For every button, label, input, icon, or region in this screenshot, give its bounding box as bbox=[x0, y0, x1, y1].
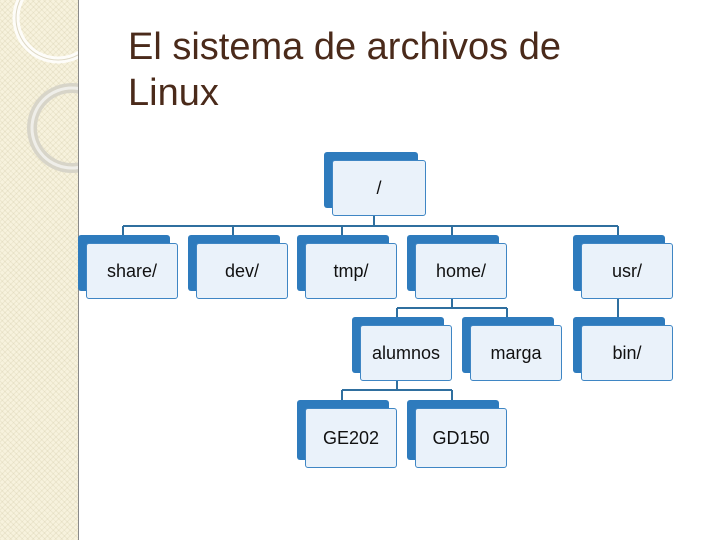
node-bin: bin/ bbox=[573, 317, 673, 381]
node-marga-label: marga bbox=[470, 325, 562, 381]
node-home: home/ bbox=[407, 235, 507, 299]
node-share: share/ bbox=[78, 235, 178, 299]
decorative-side-band bbox=[0, 0, 79, 540]
node-root-label: / bbox=[332, 160, 426, 216]
node-dev-label: dev/ bbox=[196, 243, 288, 299]
node-share-label: share/ bbox=[86, 243, 178, 299]
node-ge202: GE202 bbox=[297, 400, 397, 468]
decorative-rings bbox=[12, 0, 78, 173]
node-gd150: GD150 bbox=[407, 400, 507, 468]
node-dev: dev/ bbox=[188, 235, 288, 299]
node-tmp-label: tmp/ bbox=[305, 243, 397, 299]
node-ge202-label: GE202 bbox=[305, 408, 397, 468]
slide-title: El sistema de archivos de Linux bbox=[128, 24, 688, 116]
node-usr: usr/ bbox=[573, 235, 673, 299]
slide-title-line1: El sistema de archivos de bbox=[128, 26, 561, 68]
node-usr-label: usr/ bbox=[581, 243, 673, 299]
node-gd150-label: GD150 bbox=[415, 408, 507, 468]
slide-title-line2: Linux bbox=[128, 72, 219, 114]
node-bin-label: bin/ bbox=[581, 325, 673, 381]
node-root: / bbox=[324, 152, 426, 216]
node-marga: marga bbox=[462, 317, 562, 381]
node-alumnos: alumnos bbox=[352, 317, 452, 381]
node-home-label: home/ bbox=[415, 243, 507, 299]
node-alumnos-label: alumnos bbox=[360, 325, 452, 381]
node-tmp: tmp/ bbox=[297, 235, 397, 299]
